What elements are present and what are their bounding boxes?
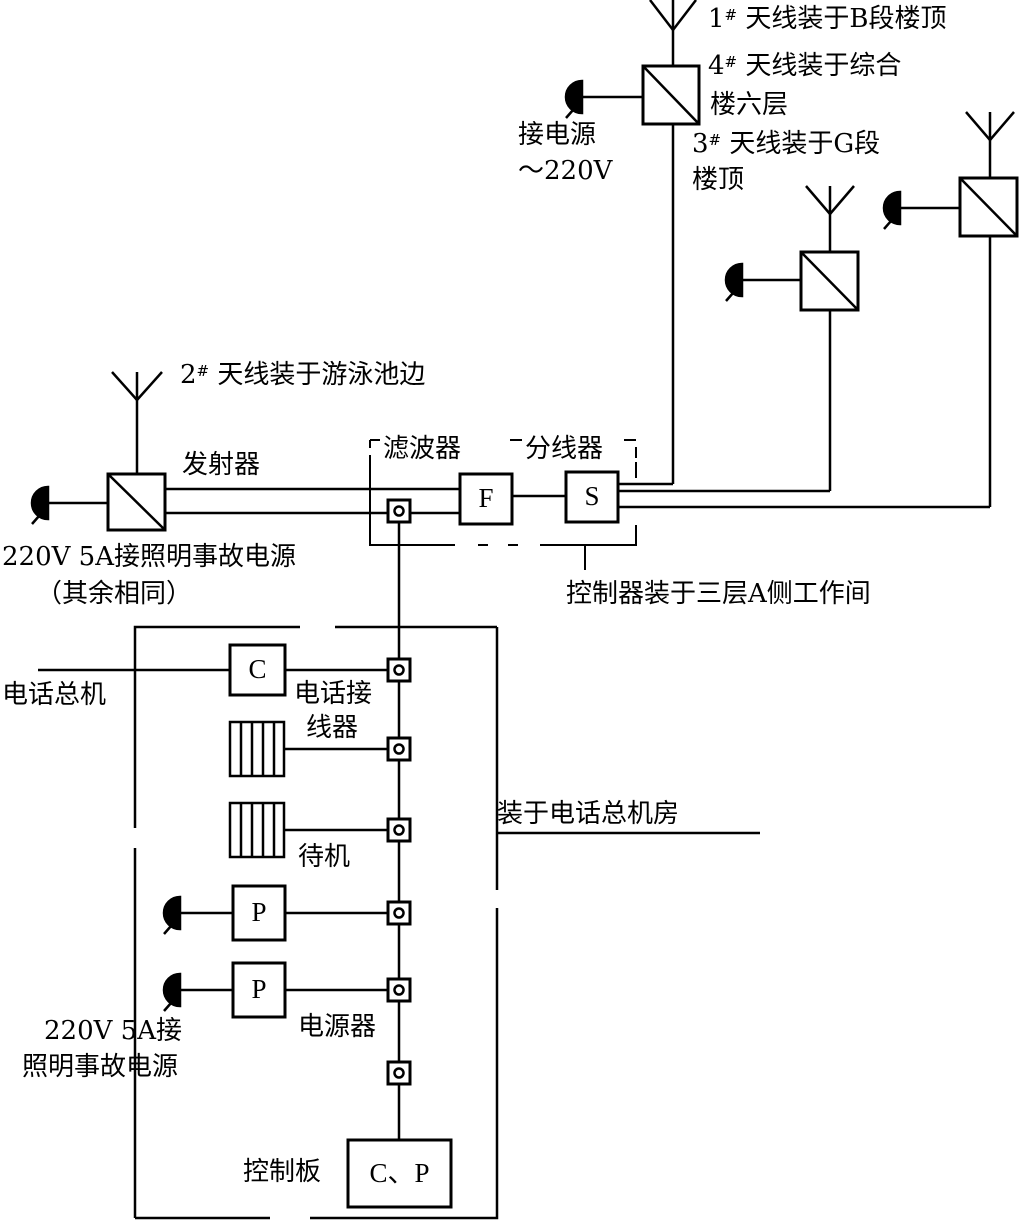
transmitter-box-left	[106, 472, 167, 532]
splitter-box	[564, 470, 620, 524]
antenna-2-label: 2# 天线装于游泳池边	[180, 360, 426, 390]
standby-label: 待机	[298, 842, 351, 872]
phone-connector-label-line2: 线器	[306, 713, 359, 743]
antenna-3-label-line2: 楼顶	[692, 165, 745, 195]
phone-connector-standby	[228, 801, 286, 859]
switch-box-label: C	[248, 654, 267, 684]
splitter-box-label: S	[584, 481, 600, 511]
splitter-label: 分线器	[525, 434, 604, 464]
plug-icon-top	[564, 79, 584, 119]
phone-connector-label: 电话接	[294, 679, 373, 709]
power-bottom-label-line2: 照明事故电源	[22, 1052, 179, 1082]
plug-icon-p2	[162, 972, 182, 1012]
power-left-note: （其余相同）	[36, 579, 193, 609]
antenna-4-label-line2: 楼六层	[710, 90, 789, 120]
switchboard-label: 电话总机	[2, 680, 107, 710]
phone-connector-1	[228, 720, 286, 778]
transmitter-box-top	[641, 64, 701, 126]
power-left-label: 220V 5A接照明事故电源	[2, 542, 296, 572]
antenna-1-symbol	[649, 0, 697, 66]
antenna-mid-symbol	[805, 185, 855, 252]
transmitter-label: 发射器	[182, 450, 261, 480]
switchboard-room-box	[133, 625, 760, 1220]
power-top-label: 接电源	[518, 120, 597, 150]
antenna-4-label: 4# 天线装于综合	[708, 51, 902, 81]
antenna-3-symbol	[965, 111, 1015, 178]
plug-icon-right	[882, 190, 902, 230]
power-box-2-label: P	[251, 974, 267, 1004]
antenna-3-label: 3# 天线装于G段	[692, 129, 881, 159]
control-board-box	[346, 1138, 453, 1209]
power-supply-label: 电源器	[298, 1012, 377, 1042]
filter-box-label: F	[478, 483, 494, 513]
power-bottom-label: 220V 5A接	[44, 1016, 182, 1046]
transmitter-box-right	[958, 176, 1019, 238]
power-top-voltage: ～220V	[518, 156, 613, 186]
controller-enclosure	[369, 439, 637, 570]
filter-box	[458, 472, 514, 526]
plug-icon-p1	[162, 895, 182, 935]
plug-icon-mid	[724, 262, 744, 302]
bus-terminals	[386, 498, 412, 1086]
antenna-2-symbol	[111, 371, 163, 474]
power-box-1-label: P	[251, 897, 267, 927]
controller-location-label: 控制器装于三层A侧工作间	[566, 579, 871, 609]
control-board-label: 控制板	[243, 1157, 322, 1187]
antenna-1-label: 1# 天线装于B段楼顶	[708, 4, 947, 34]
filter-label: 滤波器	[383, 434, 462, 464]
transmitter-box-mid	[799, 250, 860, 312]
room-location-label: 装于电话总机房	[497, 799, 680, 829]
plug-icon-left	[30, 485, 50, 525]
control-box-label: C、P	[369, 1158, 430, 1188]
